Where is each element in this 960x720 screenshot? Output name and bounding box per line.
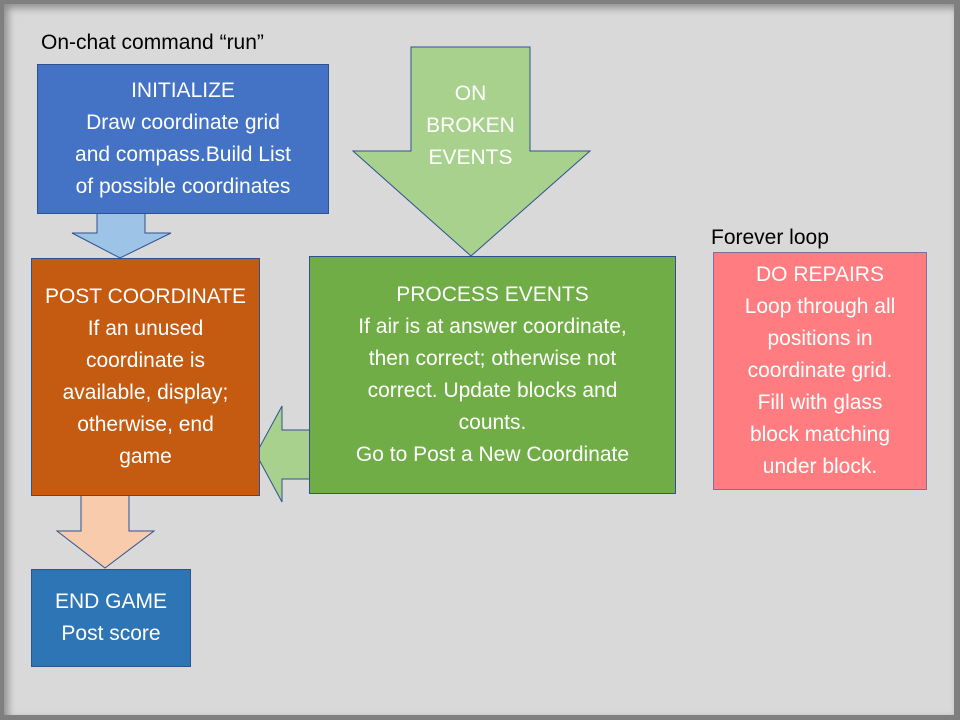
- process-events-title: PROCESS EVENTS: [396, 283, 589, 306]
- arrow-initialize-to-post: [71, 212, 172, 259]
- initialize-text-line: and compass.Build List: [75, 143, 291, 166]
- initialize-text-line: Draw coordinate grid: [86, 111, 280, 134]
- do-repairs-text-line: positions in: [767, 327, 873, 350]
- do-repairs-text-line: block matching: [749, 423, 891, 446]
- do-repairs-text-line: Loop through all: [744, 295, 896, 318]
- process-events-text-line: Go to Post a New Coordinate: [355, 443, 630, 466]
- initialize-title: INITIALIZE: [131, 79, 235, 102]
- do-repairs-text-line: under block.: [762, 455, 878, 478]
- do-repairs-box: DO REPAIRS Loop through all positions in…: [713, 252, 927, 490]
- process-events-text-line: then correct; otherwise not: [368, 347, 617, 370]
- process-events-text-line: counts.: [458, 411, 527, 434]
- end-game-box: END GAME Post score: [31, 569, 191, 667]
- post-coordinate-title: POST COORDINATE: [44, 285, 247, 308]
- do-repairs-text-line: coordinate grid.: [747, 359, 893, 382]
- post-coordinate-text-line: otherwise, end: [77, 413, 214, 436]
- process-events-text-line: correct. Update blocks and: [367, 379, 618, 402]
- post-coordinate-text-line: If an unused: [87, 317, 204, 340]
- end-game-title: END GAME: [54, 590, 167, 613]
- arrow-post-to-end: [55, 494, 156, 569]
- on-broken-events-text: ON BROKEN EVENTS: [411, 78, 530, 174]
- post-coordinate-text-line: game: [119, 445, 172, 468]
- post-coordinate-text-line: available, display;: [62, 381, 229, 404]
- do-repairs-text-line: Fill with glass: [757, 391, 883, 414]
- on-broken-line: EVENTS: [428, 146, 513, 169]
- post-coordinate-text-line: coordinate is: [85, 349, 206, 372]
- process-events-text-line: If air is at answer coordinate,: [358, 315, 627, 338]
- initialize-box: INITIALIZE Draw coordinate grid and comp…: [37, 64, 329, 214]
- initialize-text-line: of possible coordinates: [75, 175, 291, 198]
- trigger-label: On-chat command “run”: [41, 31, 264, 54]
- end-game-text-line: Post score: [61, 622, 161, 645]
- do-repairs-title: DO REPAIRS: [756, 263, 884, 286]
- on-broken-line: BROKEN: [426, 114, 515, 137]
- process-events-box: PROCESS EVENTS If air is at answer coord…: [309, 256, 676, 494]
- arrow-process-to-post: [255, 405, 311, 503]
- on-broken-line: ON: [454, 82, 487, 105]
- post-coordinate-box: POST COORDINATE If an unused coordinate …: [31, 258, 260, 496]
- forever-loop-label: Forever loop: [711, 226, 829, 249]
- arrow-on-broken-events: [351, 46, 592, 257]
